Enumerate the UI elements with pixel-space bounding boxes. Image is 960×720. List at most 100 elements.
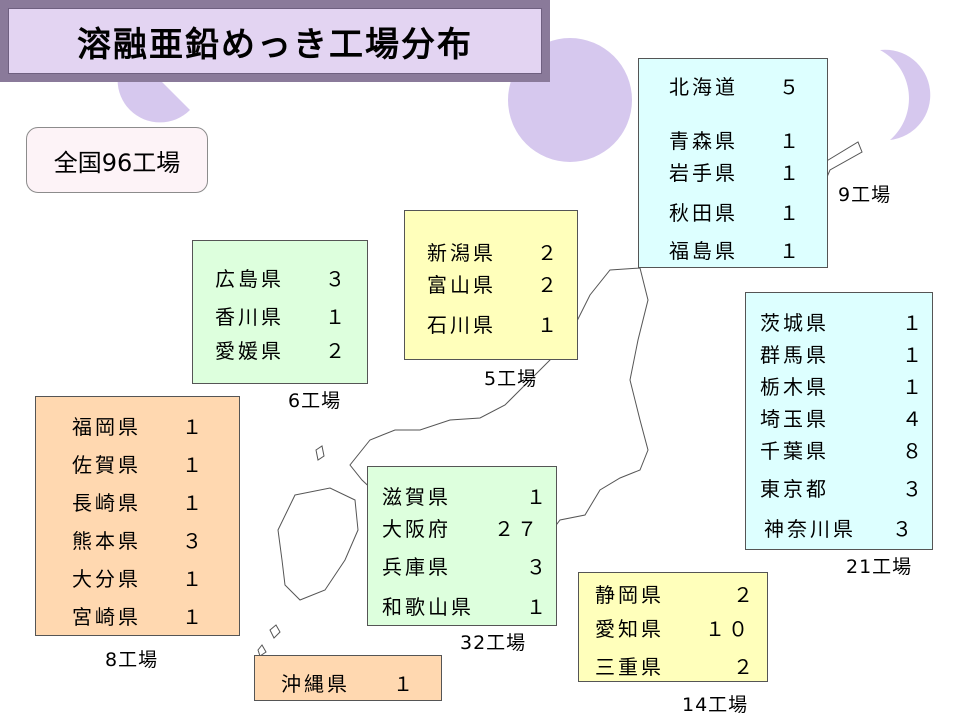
region-box-okinawa: 沖縄県 １ <box>254 655 442 701</box>
pref-row: 東京都 ３ <box>760 473 922 502</box>
pref-name: 富山県 <box>427 273 496 297</box>
pref-name: 石川県 <box>427 313 496 337</box>
pref-count: １ <box>393 672 416 696</box>
pref-count: １ <box>779 161 802 185</box>
pref-count: １ <box>182 415 205 439</box>
pref-name: 広島県 <box>215 267 284 291</box>
pref-name: 青森県 <box>669 129 738 153</box>
pref-name: 静岡県 <box>595 583 664 607</box>
pref-name: 東京都 <box>760 477 829 501</box>
pref-row: 福島県 １ <box>669 235 799 264</box>
title-bevel: 溶融亜鉛めっき工場分布 <box>8 8 542 74</box>
pref-name: 愛知県 <box>595 617 664 641</box>
pref-row: 三重県 ２ <box>595 651 753 680</box>
pref-name: 沖縄県 <box>281 672 350 696</box>
pref-name: 福島県 <box>669 239 738 263</box>
pref-name: 大阪府 <box>382 517 451 541</box>
pref-count: １ <box>182 453 205 477</box>
pref-name: 熊本県 <box>72 529 141 553</box>
pref-name: 群馬県 <box>760 343 829 367</box>
pref-name: 和歌山県 <box>382 595 474 619</box>
decor-circle-right-2 <box>880 49 931 141</box>
pref-count: １ <box>779 129 802 153</box>
pref-row: 岩手県 １ <box>669 157 799 186</box>
pref-count: １ <box>902 375 925 399</box>
pref-count: ８ <box>902 439 925 463</box>
pref-count: １０ <box>705 617 751 641</box>
pref-row: 兵庫県 ３ <box>382 551 546 580</box>
pref-row: 宮崎県 １ <box>72 601 202 630</box>
pref-count: １ <box>182 605 205 629</box>
title-plaque: 溶融亜鉛めっき工場分布 <box>0 0 550 82</box>
pref-row: 大阪府 ２７ <box>382 513 537 542</box>
pref-count: ２７ <box>494 517 540 541</box>
pref-count: ３ <box>526 555 549 579</box>
pref-count: １ <box>902 311 925 335</box>
pref-count: ２ <box>733 655 756 679</box>
pref-name: 長崎県 <box>72 491 141 515</box>
pref-name: 三重県 <box>595 655 664 679</box>
pref-row: 愛知県 １０ <box>595 613 748 642</box>
pref-row: 秋田県 １ <box>669 197 799 226</box>
kyushu-shape <box>277 487 359 601</box>
subtotal-chugoku-shikoku: 6工場 <box>288 390 342 412</box>
subtotal-kanto: 21工場 <box>846 556 913 578</box>
total-badge: 全国96工場 <box>26 127 208 193</box>
pref-name: 大分県 <box>72 567 141 591</box>
pref-count: ５ <box>779 75 802 99</box>
pref-name: 愛媛県 <box>215 339 284 363</box>
pref-count: ３ <box>902 477 925 501</box>
pref-count: １ <box>182 491 205 515</box>
total-label: 全国96工場 <box>53 148 181 177</box>
pref-row: 茨城県 １ <box>760 307 922 336</box>
pref-name: 宮崎県 <box>72 605 141 629</box>
pref-count: １ <box>779 201 802 225</box>
pref-count: １ <box>537 313 560 337</box>
pref-row: 石川県 １ <box>427 309 557 338</box>
pref-count: １ <box>325 305 348 329</box>
pref-name: 秋田県 <box>669 201 738 225</box>
page-title: 溶融亜鉛めっき工場分布 <box>77 24 473 65</box>
subtotal-hokkaido-tohoku: 9工場 <box>838 184 892 206</box>
pref-count: ２ <box>325 339 348 363</box>
subtotal-chubu: 14工場 <box>682 694 749 716</box>
pref-name: 新潟県 <box>427 241 496 265</box>
pref-row: 沖縄県 １ <box>281 668 413 697</box>
subtotal-kyushu: 8工場 <box>105 649 159 671</box>
pref-row: 神奈川県 ３ <box>764 513 912 542</box>
pref-count: ３ <box>182 529 205 553</box>
pref-name: 滋賀県 <box>382 485 451 509</box>
pref-name: 神奈川県 <box>764 517 856 541</box>
pref-row: 青森県 １ <box>669 125 799 154</box>
subtotal-hokuriku: 5工場 <box>484 368 538 390</box>
pref-count: １ <box>526 595 549 619</box>
pref-row: 長崎県 １ <box>72 487 202 516</box>
pref-count: １ <box>779 239 802 263</box>
subtotal-kinki: 32工場 <box>460 632 527 654</box>
pref-row: 埼玉県 ４ <box>760 403 922 432</box>
pref-name: 埼玉県 <box>760 407 829 431</box>
pref-count: １ <box>902 343 925 367</box>
island-shape <box>315 445 325 461</box>
pref-name: 兵庫県 <box>382 555 451 579</box>
pref-name: 茨城県 <box>760 311 829 335</box>
pref-count: ４ <box>902 407 925 431</box>
pref-name: 岩手県 <box>669 161 738 185</box>
island-shape <box>257 644 267 657</box>
pref-row: 群馬県 １ <box>760 339 922 368</box>
pref-count: ３ <box>892 517 915 541</box>
